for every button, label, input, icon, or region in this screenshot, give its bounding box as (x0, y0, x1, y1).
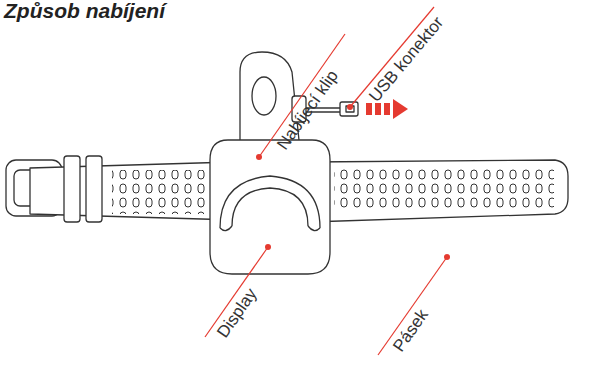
part-label: Display (214, 285, 260, 340)
page-heading: Způsob nabíjení (4, 0, 165, 21)
part-label: USB konektor (366, 14, 446, 105)
leader-lines (205, 7, 450, 355)
direction-arrow (366, 99, 408, 119)
strap-left (30, 162, 236, 220)
strap-right (310, 160, 568, 222)
usb-plug (340, 102, 358, 116)
part-label: Pásek (390, 306, 431, 354)
watch-body (210, 140, 330, 274)
